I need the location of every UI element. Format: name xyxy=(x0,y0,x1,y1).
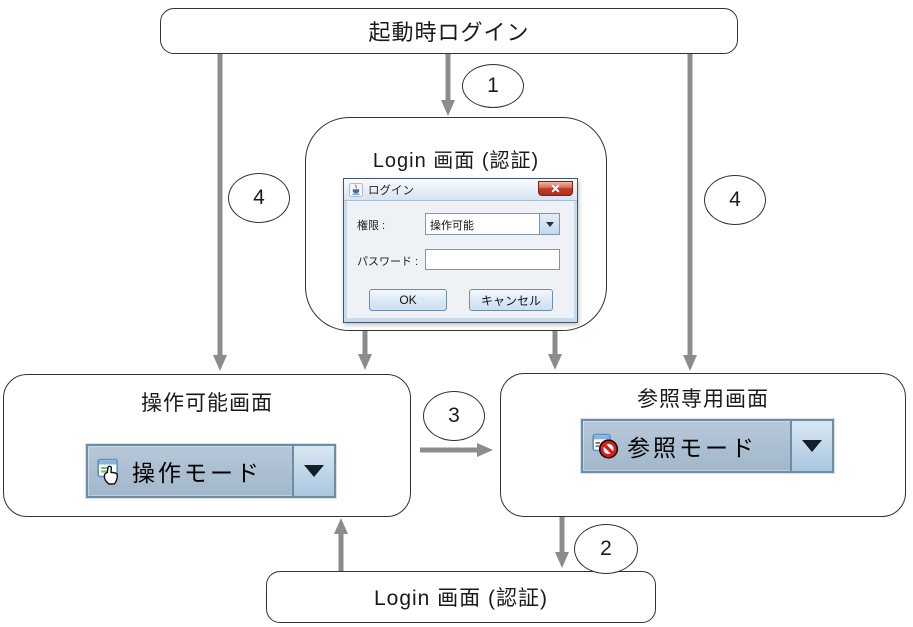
operation-mode-selector[interactable]: 操作モード xyxy=(86,444,336,498)
node-login-bottom-label: Login 画面 (認証) xyxy=(373,587,549,610)
step-badge-3: 3 xyxy=(423,391,485,441)
step-badge-1: 1 xyxy=(462,64,524,108)
password-input[interactable] xyxy=(425,249,560,270)
step-number: 3 xyxy=(448,404,460,427)
operation-mode-dropdown-button[interactable] xyxy=(292,446,334,496)
login-dialog-title: ログイン xyxy=(368,184,414,197)
operation-mode-label: 操作モード xyxy=(132,460,262,486)
node-login-screen-bottom: Login 画面 (認証) xyxy=(266,571,656,623)
close-button[interactable] xyxy=(538,181,573,196)
ok-button[interactable]: OK xyxy=(369,289,447,311)
step-number: 4 xyxy=(253,186,265,209)
step-number: 2 xyxy=(600,537,612,560)
no-entry-window-icon xyxy=(592,432,620,460)
login-dialog-titlebar: ログイン xyxy=(344,179,577,201)
node-startup-label: 起動時ログイン xyxy=(368,20,530,45)
permission-label: 権限 : xyxy=(357,220,386,232)
reference-mode-dropdown-button[interactable] xyxy=(790,421,832,471)
permission-combobox[interactable]: 操作可能 xyxy=(425,213,560,235)
chevron-down-icon xyxy=(545,221,554,227)
login-dialog-body: 権限 : 操作可能 パスワード : OK キャンセル xyxy=(347,201,574,318)
step-badge-4-right: 4 xyxy=(704,175,766,225)
node-login-top-label: Login 画面 (認証) xyxy=(372,150,540,172)
chevron-down-icon xyxy=(304,465,324,477)
node-startup-login: 起動時ログイン xyxy=(160,8,738,54)
node-readonly-screen: 参照専用画面 参照モード xyxy=(500,373,906,517)
step-badge-2: 2 xyxy=(574,524,638,574)
node-readonly-label: 参照専用画面 xyxy=(637,388,769,411)
step-badge-4-left: 4 xyxy=(228,173,290,223)
step-number: 1 xyxy=(487,74,499,97)
login-dialog-window: ログイン 権限 : 操作可能 パスワード : OK キャン xyxy=(343,178,578,323)
cancel-button[interactable]: キャンセル xyxy=(469,289,553,311)
node-login-screen-top: Login 画面 (認証) ログイン xyxy=(305,117,607,331)
combo-dropdown-button[interactable] xyxy=(539,214,559,234)
permission-value: 操作可能 xyxy=(430,220,474,232)
node-operational-label: 操作可能画面 xyxy=(141,392,273,415)
hand-window-icon xyxy=(97,457,125,485)
reference-mode-selector[interactable]: 参照モード xyxy=(581,419,834,473)
close-x-icon xyxy=(551,184,560,193)
reference-mode-label: 参照モード xyxy=(627,435,757,461)
step-number: 4 xyxy=(729,188,741,211)
node-operational-screen: 操作可能画面 操作モード xyxy=(3,374,411,517)
chevron-down-icon xyxy=(802,440,822,452)
java-coffee-cup-icon xyxy=(349,182,363,197)
password-label: パスワード : xyxy=(357,256,419,268)
